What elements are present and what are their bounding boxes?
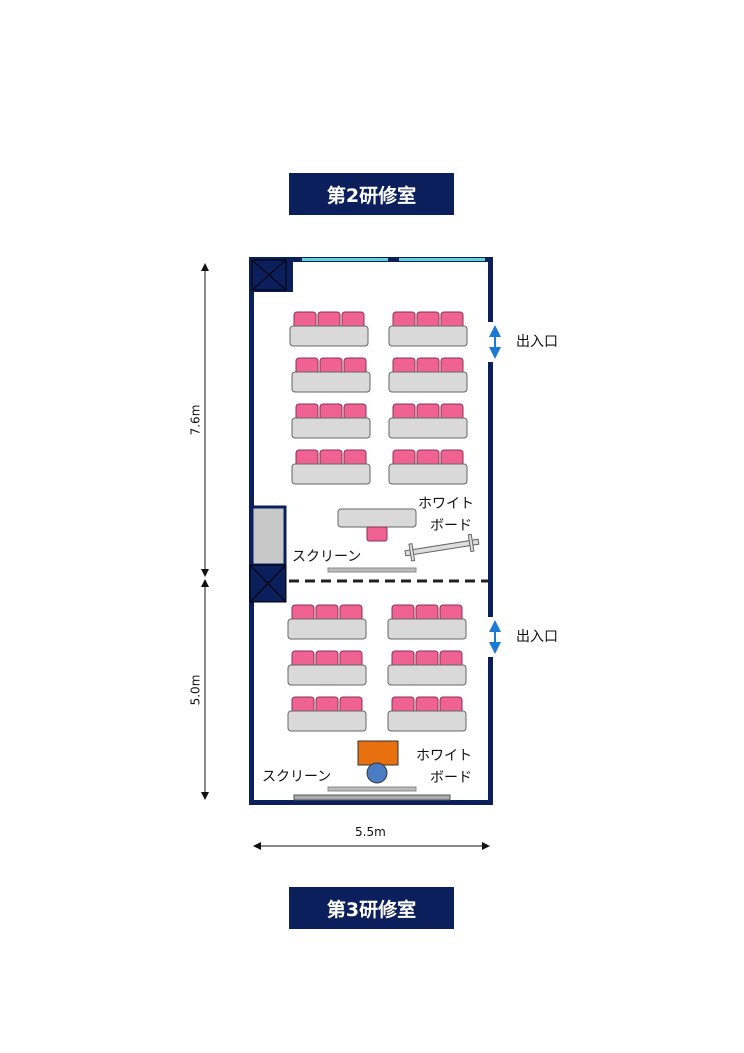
whiteboard-label-upper-1: ホワイト: [418, 496, 474, 512]
desk-group: [287, 696, 367, 732]
desk: [387, 664, 467, 686]
desk: [387, 710, 467, 732]
dimension-label-width: 5.5m: [355, 825, 386, 839]
entrance-label-lower: 出入口: [516, 629, 558, 645]
desk-group: [387, 696, 467, 732]
desk-group: [387, 604, 467, 640]
lecture-desk: [337, 508, 417, 528]
whiteboard-label-lower-1: ホワイト: [416, 748, 472, 764]
desk: [287, 710, 367, 732]
entrance-label-upper: 出入口: [516, 334, 558, 350]
window-right: [399, 258, 485, 261]
desk-group: [291, 403, 371, 439]
desk: [388, 371, 468, 393]
cabinet: [250, 505, 287, 567]
desk-group: [287, 604, 367, 640]
desk-group: [291, 357, 371, 393]
room-title-bottom: 第3研修室: [289, 887, 454, 929]
dimension-label-lower: 5.0m: [188, 674, 203, 706]
desk: [388, 463, 468, 485]
pillar-icon: [249, 564, 287, 603]
screen-label-upper: スクリーン: [292, 549, 362, 565]
desk-group: [289, 311, 369, 347]
whiteboard-icon: [404, 533, 480, 562]
room-title-top: 第2研修室: [289, 173, 454, 215]
dimension-label-upper: 7.6m: [188, 404, 203, 436]
desk: [287, 664, 367, 686]
screen-label-lower: スクリーン: [262, 769, 332, 785]
desk: [289, 325, 369, 347]
desk: [387, 618, 467, 640]
desk: [291, 463, 371, 485]
desk-group: [388, 403, 468, 439]
desk: [388, 325, 468, 347]
desk-group: [388, 357, 468, 393]
window-left: [302, 258, 388, 261]
desk-group: [388, 311, 468, 347]
whiteboard-label-lower-2: ボード: [430, 770, 472, 786]
screen-upper: [327, 567, 417, 573]
desk: [291, 371, 371, 393]
desk: [291, 417, 371, 439]
desk-group: [287, 650, 367, 686]
whiteboard-label-upper-2: ボード: [430, 518, 472, 534]
desk-group: [291, 449, 371, 485]
whiteboard-lower: [293, 794, 451, 801]
lectern-icon: [366, 762, 388, 784]
screen-lower: [327, 786, 417, 792]
desk-group: [388, 449, 468, 485]
podium: [357, 740, 399, 766]
desk: [388, 417, 468, 439]
pillar-icon: [250, 258, 293, 292]
desk: [287, 618, 367, 640]
lecturer-chair: [366, 526, 388, 542]
desk-group: [387, 650, 467, 686]
